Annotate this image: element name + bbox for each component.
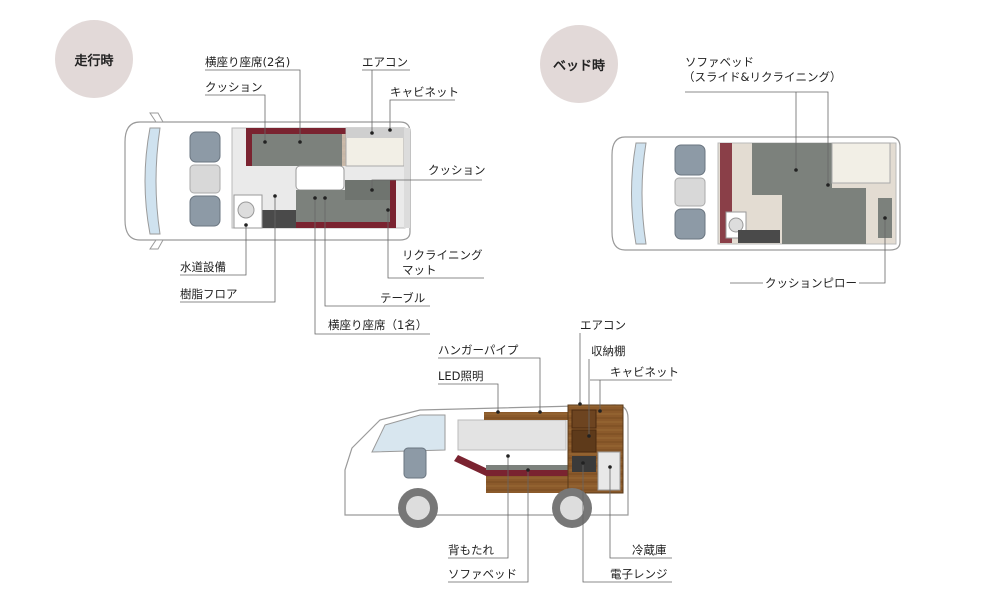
label-side-seat-1: 横座り座席（1名）	[328, 318, 428, 332]
bed-top-view	[611, 136, 901, 251]
label-sofabed-2: （スライド&リクライニング）	[683, 70, 842, 84]
label-hanger-pipe: ハンガーパイプ	[438, 343, 519, 357]
label-water: 水道設備	[180, 260, 226, 274]
label-aircon-side: エアコン	[580, 318, 626, 332]
label-recline-mat-2: マット	[402, 263, 437, 277]
driver-seat	[189, 131, 221, 163]
label-backrest: 背もたれ	[448, 543, 494, 557]
badge-bed: ベッド時	[540, 25, 618, 103]
label-side-seat-2: 横座り座席(2名)	[205, 55, 291, 69]
driving-top-view	[124, 112, 411, 250]
label-cabinet-side: キャビネット	[610, 365, 679, 379]
label-cushion-right: クッション	[428, 163, 486, 177]
label-led: LED照明	[438, 369, 484, 383]
side-view	[344, 404, 629, 528]
passenger-seat	[189, 195, 221, 227]
label-aircon-top: エアコン	[362, 55, 408, 69]
label-fridge: 冷蔵庫	[632, 543, 667, 557]
label-cabinet-top: キャビネット	[390, 85, 459, 99]
label-cushion-top: クッション	[205, 80, 263, 94]
label-sofabed-side: ソファベッド	[448, 567, 517, 581]
label-floor: 樹脂フロア	[180, 287, 238, 301]
leader-dots	[244, 128, 887, 472]
badge-driving: 走行時	[55, 20, 133, 98]
label-cushion-pillow: クッションピロー	[763, 276, 859, 290]
label-microwave: 電子レンジ	[610, 567, 668, 581]
label-sofabed-1: ソファベッド	[685, 55, 754, 69]
label-recline-mat-1: リクライニング	[402, 248, 483, 262]
label-storage-shelf: 収納棚	[591, 344, 626, 358]
label-table: テーブル	[380, 291, 426, 305]
